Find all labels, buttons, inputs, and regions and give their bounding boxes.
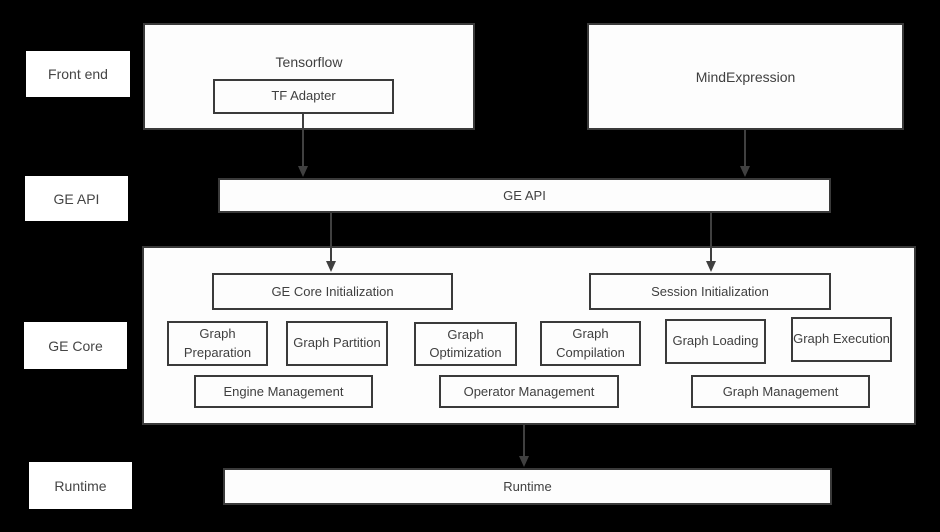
graph-partition-box: Graph Partition [286,321,388,366]
arrow-mindexpression-to-ge-api [740,130,750,177]
ge-core-box: GE Core Initialization Session Initializ… [142,246,916,425]
operator-management-box: Operator Management [439,375,619,408]
side-label-front-end: Front end [26,51,130,97]
side-label-runtime: Runtime [29,462,132,509]
arrow-ge-core-to-runtime [519,425,529,467]
ge-api-bar: GE API [218,178,831,213]
graph-preparation-box: Graph Preparation [167,321,268,366]
graph-execution-box: Graph Execution [791,317,892,362]
side-label-ge-api: GE API [25,176,128,221]
runtime-bar: Runtime [223,468,832,505]
engine-management-box: Engine Management [194,375,373,408]
graph-loading-box: Graph Loading [665,319,766,364]
arrow-tf-adapter-to-ge-api [298,114,308,177]
tf-adapter-box: TF Adapter [213,79,394,114]
graph-management-box: Graph Management [691,375,870,408]
session-initialization-box: Session Initialization [589,273,831,310]
arrow-ge-api-to-session-initialization [706,213,716,272]
arrow-ge-api-to-ge-core-initialization [326,213,336,272]
mindexpression-box: MindExpression [587,23,904,130]
tensorflow-title: Tensorflow [275,54,343,70]
graph-optimization-box: Graph Optimization [414,322,517,366]
ge-core-initialization-box: GE Core Initialization [212,273,453,310]
graph-compilation-box: Graph Compilation [540,321,641,366]
side-label-ge-core: GE Core [24,322,127,369]
tensorflow-box: Tensorflow TF Adapter [143,23,475,130]
